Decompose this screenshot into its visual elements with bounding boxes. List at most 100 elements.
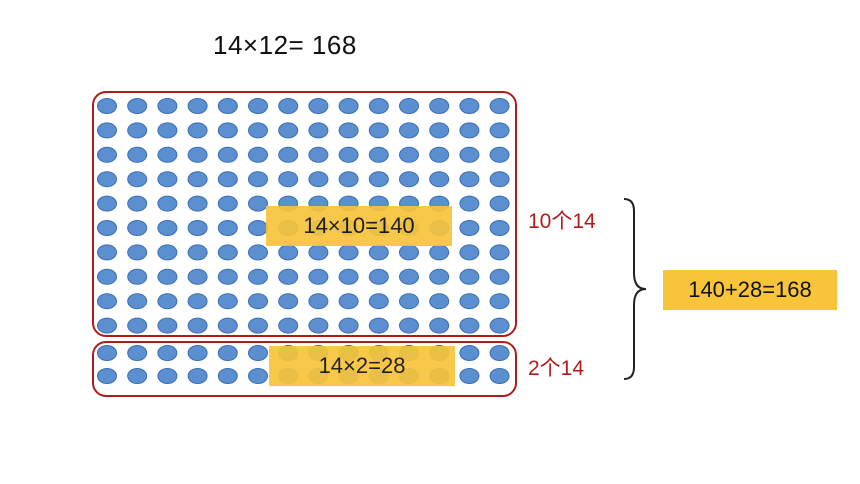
dot	[248, 368, 268, 384]
dot	[308, 268, 329, 285]
dot	[97, 122, 117, 139]
dot	[157, 220, 178, 236]
dot	[399, 171, 419, 188]
dot	[278, 98, 299, 114]
dot	[489, 244, 510, 261]
dot	[157, 268, 178, 285]
dot	[338, 122, 359, 139]
bottom-product-label: 14×2=28	[269, 346, 455, 386]
dot	[127, 220, 148, 236]
dot	[187, 317, 208, 334]
dot	[248, 171, 268, 188]
dot	[459, 268, 480, 285]
dot	[338, 98, 359, 114]
dot	[187, 268, 208, 285]
dot	[127, 171, 148, 188]
dot	[127, 268, 148, 285]
dot	[399, 98, 419, 114]
dot	[187, 98, 208, 114]
dot	[187, 368, 208, 384]
dot	[127, 317, 148, 334]
dot	[338, 293, 359, 310]
dot	[127, 98, 148, 114]
dot	[187, 220, 208, 236]
dot	[368, 146, 389, 163]
dot	[217, 122, 238, 139]
dot	[489, 368, 510, 384]
dot	[308, 317, 329, 334]
dot	[187, 293, 208, 310]
dot	[399, 293, 419, 310]
dot	[399, 122, 419, 139]
dot	[429, 122, 450, 139]
dot	[127, 146, 148, 163]
dot	[97, 171, 117, 188]
dot	[338, 146, 359, 163]
top-product-label: 14×10=140	[266, 206, 452, 246]
bottom-count-label: 2个14	[528, 357, 585, 380]
dot	[97, 244, 117, 261]
dot	[217, 244, 238, 261]
dot	[187, 195, 208, 212]
dot	[248, 317, 268, 334]
dot	[429, 317, 450, 334]
dot	[489, 220, 510, 236]
top-group-box	[92, 91, 517, 337]
dot	[489, 268, 510, 285]
dot	[278, 122, 299, 139]
dot	[248, 268, 268, 285]
dot	[127, 345, 148, 361]
dot	[308, 171, 329, 188]
dot	[157, 195, 178, 212]
dot	[157, 122, 178, 139]
dot	[338, 268, 359, 285]
sum-label: 140+28=168	[663, 270, 837, 310]
dot	[187, 244, 208, 261]
dot	[489, 122, 510, 139]
dot	[429, 171, 450, 188]
dot	[278, 171, 299, 188]
dot	[217, 171, 238, 188]
dot	[459, 293, 480, 310]
dot	[187, 171, 208, 188]
dot	[157, 146, 178, 163]
dot	[489, 293, 510, 310]
dot	[97, 268, 117, 285]
curly-brace-icon	[623, 198, 647, 380]
dot	[248, 293, 268, 310]
dot	[248, 244, 268, 261]
dot	[217, 268, 238, 285]
top-count-label: 10个14	[528, 210, 596, 233]
dot	[157, 244, 178, 261]
dot	[429, 146, 450, 163]
dot	[157, 345, 178, 361]
dot	[459, 98, 480, 114]
dot	[248, 195, 268, 212]
dot	[459, 244, 480, 261]
dot	[429, 293, 450, 310]
dot	[157, 317, 178, 334]
dot	[459, 146, 480, 163]
dot	[248, 146, 268, 163]
dot	[308, 98, 329, 114]
dot	[217, 317, 238, 334]
dot	[187, 122, 208, 139]
dot	[217, 345, 238, 361]
dot	[127, 244, 148, 261]
dot	[308, 293, 329, 310]
dot	[308, 122, 329, 139]
dot	[459, 122, 480, 139]
dot	[429, 98, 450, 114]
dot	[217, 195, 238, 212]
dot	[248, 345, 268, 361]
dot	[157, 293, 178, 310]
dot	[278, 146, 299, 163]
dot	[459, 220, 480, 236]
dot	[157, 98, 178, 114]
dot	[248, 98, 268, 114]
dot	[368, 122, 389, 139]
dot	[489, 146, 510, 163]
dot	[459, 195, 480, 212]
dot	[399, 317, 419, 334]
dot	[459, 317, 480, 334]
